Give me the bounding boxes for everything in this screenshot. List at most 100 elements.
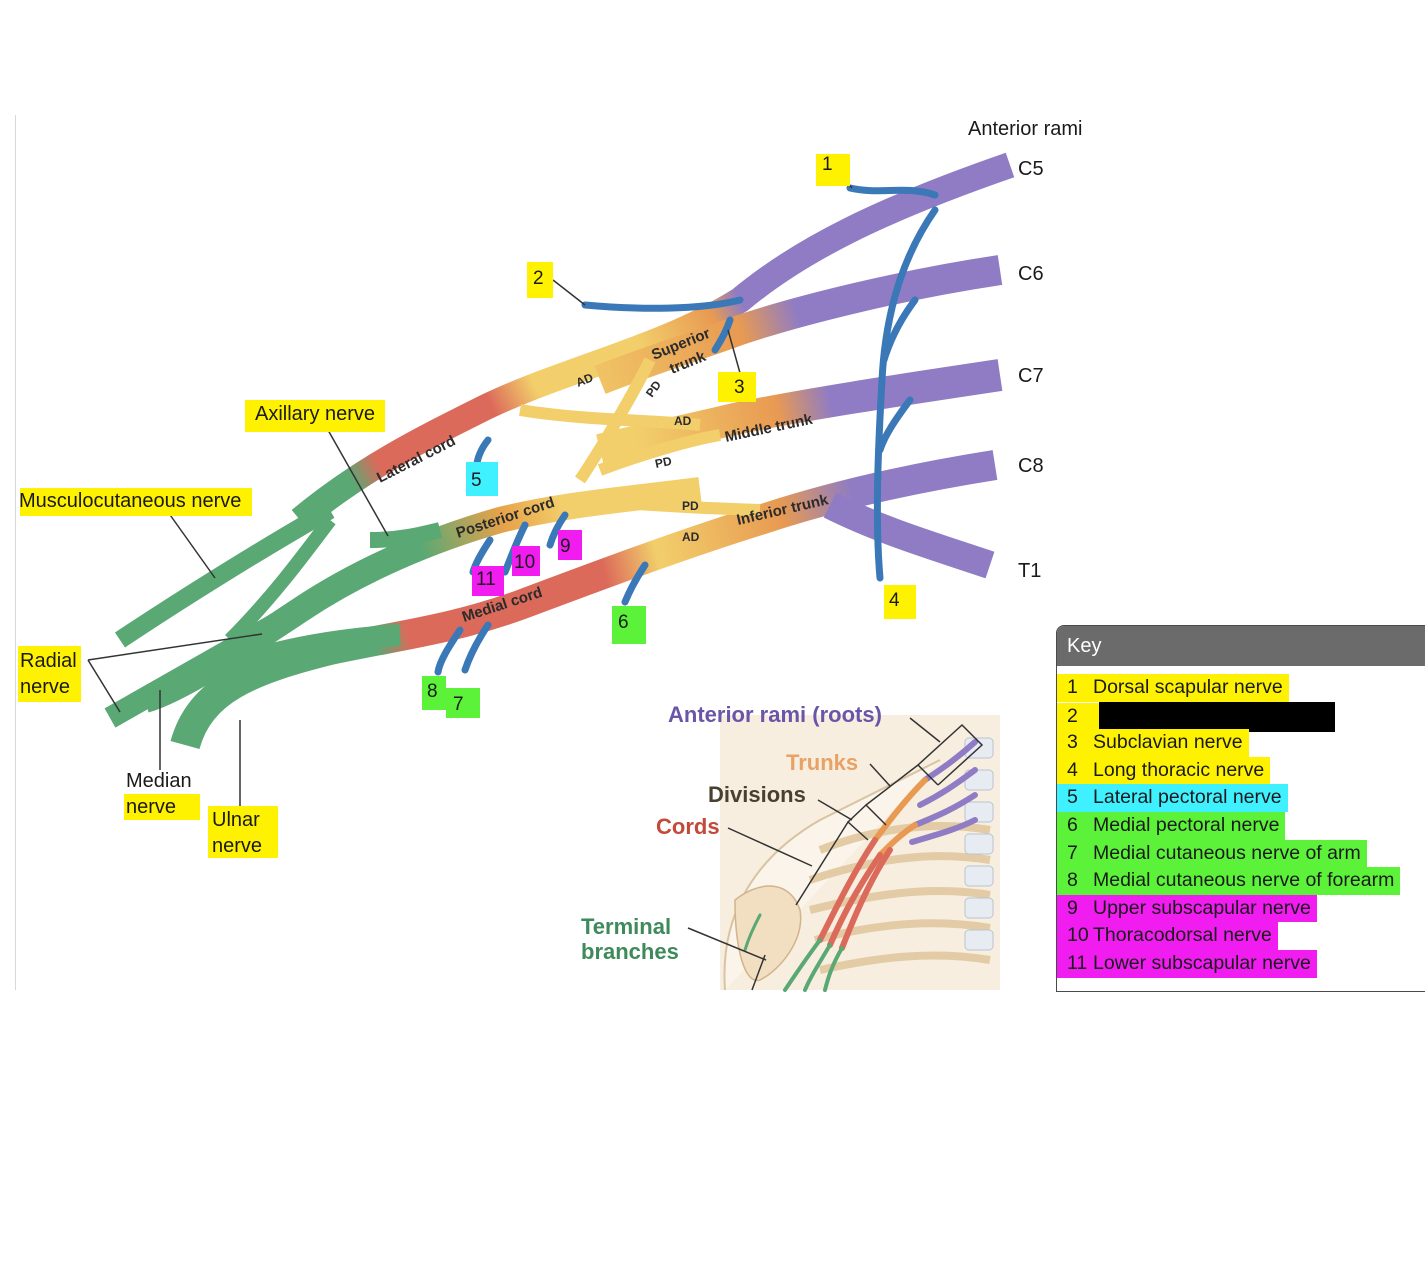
marker-1-bg xyxy=(816,154,850,186)
vertebra-3 xyxy=(964,801,994,823)
key-item-label: Lower subscapular nerve xyxy=(1093,951,1311,974)
vertebra-4 xyxy=(964,833,994,855)
radial-branch xyxy=(104,600,306,728)
upper-subscapular-branch xyxy=(546,511,569,549)
t1-root xyxy=(823,492,995,579)
root-label-c7: C7 xyxy=(1018,365,1044,387)
marker-6-bg xyxy=(612,606,646,644)
rib-2 xyxy=(808,852,991,884)
inset-vertebrae xyxy=(964,737,994,951)
ulnar-highlight xyxy=(208,806,278,858)
inset-scapula xyxy=(734,885,802,982)
subclavian-branch xyxy=(711,316,734,354)
division-pd-inferior: PD xyxy=(682,499,699,513)
marker-7-bg xyxy=(446,688,480,718)
inset-cord-2 xyxy=(827,852,883,948)
inset-roots-label: Anterior rami (roots) xyxy=(668,702,882,727)
key-item-redacted-box xyxy=(1099,701,1335,732)
leader-inset-cords xyxy=(727,827,813,867)
root-label-t1: T1 xyxy=(1018,560,1041,582)
marker-3-bg xyxy=(718,372,756,402)
median-highlight xyxy=(124,794,200,820)
ulnar-nerve-label-2: nerve xyxy=(212,835,262,857)
rib-5 xyxy=(819,951,991,974)
inset-cord-3 xyxy=(839,847,893,951)
leader-axillary xyxy=(327,429,389,537)
c6-root xyxy=(594,255,1003,394)
division-pd-superior: PD xyxy=(643,378,664,400)
bracket-trunks xyxy=(865,764,939,806)
inset-thorax: Anterior rami (roots) Trunks Divisions C… xyxy=(581,702,1000,992)
marker-11-bg xyxy=(472,566,504,596)
key-item-label: Medial cutaneous nerve of arm xyxy=(1093,841,1361,864)
marker-8-bg xyxy=(422,676,446,710)
key-item-number: 6 xyxy=(1067,813,1078,836)
dorsal-scapular-branch xyxy=(846,184,939,199)
division-ad-middle: AD xyxy=(674,414,692,428)
bracket-divisions xyxy=(847,803,887,826)
lateral-pectoral-branch xyxy=(473,436,492,469)
marker-4: 4 xyxy=(889,590,900,611)
median-branch-a xyxy=(225,515,336,645)
marker-8: 8 xyxy=(427,681,438,702)
vertebra-7 xyxy=(964,929,994,951)
long-thoracic-trunk xyxy=(873,376,886,582)
key-item-label: Medial pectoral nerve xyxy=(1093,813,1280,836)
root-label-c5: C5 xyxy=(1018,158,1044,180)
inset-terminal-label-2: branches xyxy=(581,939,679,964)
key-item-label: Thoracodorsal nerve xyxy=(1093,924,1272,947)
key-item: 6 Medial pectoral nerve xyxy=(1057,811,1425,840)
leader-inset-divisions xyxy=(817,799,853,821)
division-crossing-2 xyxy=(575,357,656,484)
division-crossing-3 xyxy=(597,429,721,476)
marker-11: 11 xyxy=(476,569,496,590)
inset-brackets xyxy=(687,717,984,991)
vertebra-5 xyxy=(964,865,994,887)
c5-superior-lateral-path xyxy=(291,152,1015,530)
musculocutaneous-branch xyxy=(115,502,335,648)
leader-lines xyxy=(87,169,853,806)
key-item-number: 10 xyxy=(1067,924,1089,947)
median-nerve-label-2: nerve xyxy=(126,796,176,818)
musculocutaneous-nerve-label: Musculocutaneous nerve xyxy=(19,490,241,512)
suprascapular-branch xyxy=(581,296,744,312)
key-item-number: 11 xyxy=(1067,951,1088,974)
inset-trunks-label: Trunks xyxy=(786,750,858,775)
long-thoracic-root-c7 xyxy=(876,396,914,454)
marker-5-bg xyxy=(466,462,498,496)
ulnar-nerve-label-1: Ulnar xyxy=(212,809,260,831)
rib-3 xyxy=(809,886,991,914)
key-title: Key xyxy=(1057,626,1425,666)
inset-root-2 xyxy=(917,767,978,808)
medial-pectoral-branch xyxy=(621,561,649,606)
key-item-number: 3 xyxy=(1067,731,1078,754)
marker-9: 9 xyxy=(560,536,571,557)
marker-3: 3 xyxy=(734,377,745,398)
leader-radial-a xyxy=(87,633,263,661)
radial-nerve-label-1: Radial xyxy=(20,650,77,672)
axillary-highlight xyxy=(245,400,385,432)
marker-2-bg xyxy=(527,262,553,298)
key-item-number: 9 xyxy=(1067,896,1078,919)
radial-highlight xyxy=(18,646,81,702)
inset-terminal-1 xyxy=(783,938,822,992)
inset-root-4 xyxy=(909,817,978,845)
axillary-branch xyxy=(369,522,442,548)
key-item-label: Upper subscapular nerve xyxy=(1093,896,1311,919)
